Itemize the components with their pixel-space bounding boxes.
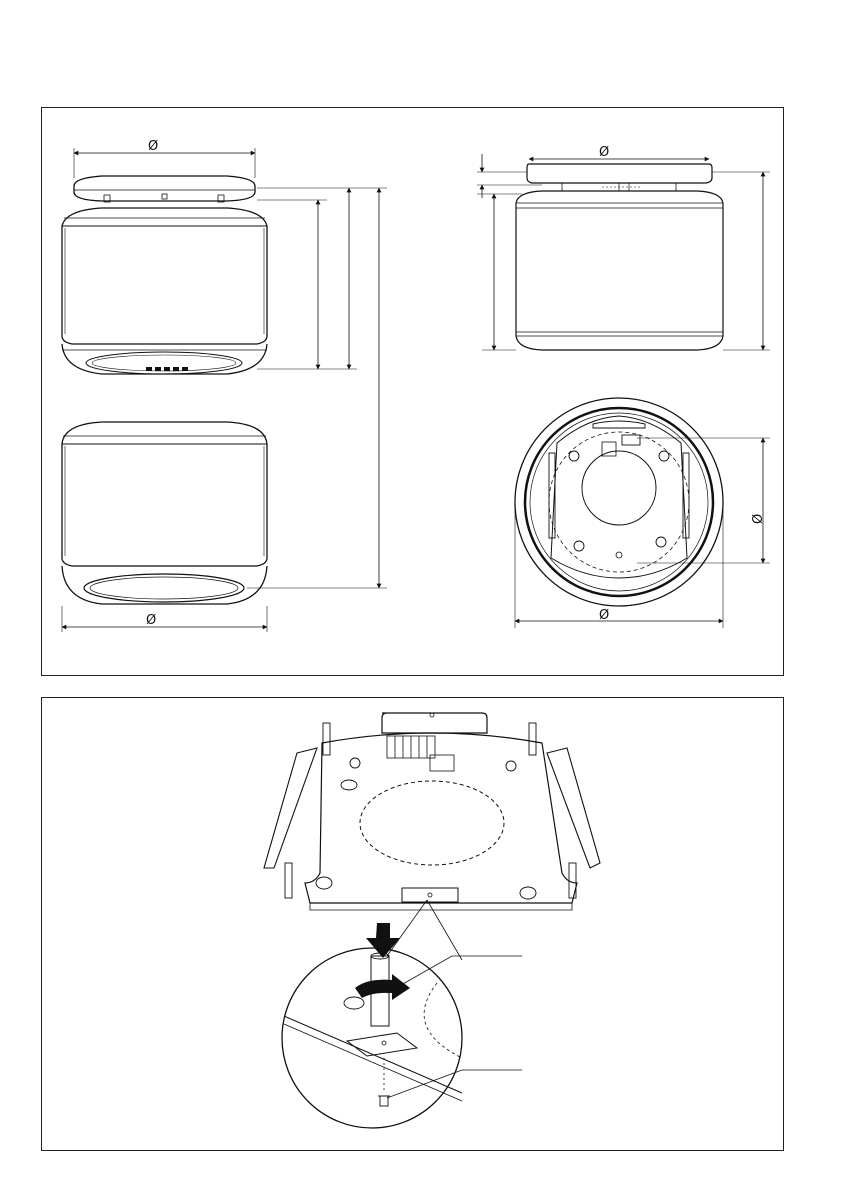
mounting-plate-svg [42, 698, 785, 1152]
diameter-label-side-view: Ø [599, 145, 609, 160]
diameter-label-bottom-right: Ø [599, 608, 609, 623]
hood-side-view [516, 164, 723, 350]
mounting-plate [264, 713, 600, 910]
mounting-plate-panel [41, 697, 784, 1151]
hood-front-view [62, 176, 267, 374]
diameter-label-plate: Ø [751, 514, 766, 524]
hood-bottom-view [515, 398, 723, 606]
dimension-drawings-svg: Ø Ø [42, 108, 785, 677]
diameter-label-top: Ø [148, 139, 158, 154]
diameter-label-bottom-left: Ø [146, 613, 156, 628]
detail-magnifier [282, 948, 462, 1128]
dimension-drawings-panel: Ø Ø [41, 107, 784, 676]
hood-lower-view [62, 422, 267, 604]
